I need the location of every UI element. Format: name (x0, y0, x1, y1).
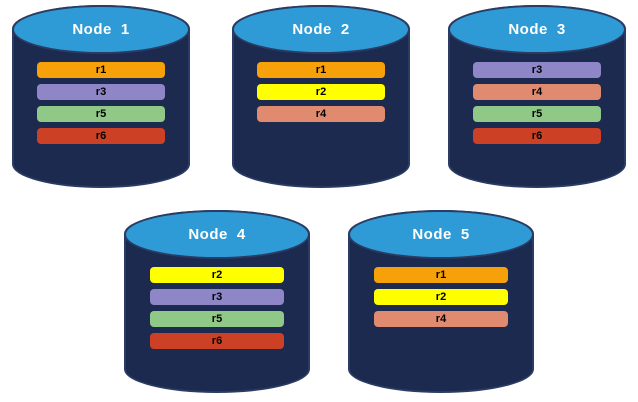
node-5-replica-stack: r1 r2 r4 (374, 267, 508, 327)
replica-label-r1: r1 (315, 63, 327, 76)
replica-label-r4: r4 (315, 107, 327, 120)
node-1-label-word: Node (72, 21, 112, 39)
replica-label-r2: r2 (211, 268, 223, 281)
replica-bar-r1[interactable]: r1 (36, 62, 166, 78)
node-5-cylinder-top: Node 5 (348, 210, 534, 260)
replica-bar-r3[interactable]: r3 (150, 289, 284, 305)
node-4-label-number: 4 (236, 226, 246, 244)
replica-label-r6: r6 (95, 129, 107, 142)
replica-label-r5: r5 (95, 107, 107, 120)
replica-label-r1: r1 (95, 63, 107, 76)
node-5-label: Node 5 (412, 227, 469, 242)
replica-bar-r5[interactable]: r5 (150, 311, 284, 327)
node-2-label-word: Node (292, 21, 332, 39)
replica-bar-r6[interactable]: r6 (36, 128, 166, 144)
node-4-cylinder-top: Node 4 (124, 210, 310, 260)
replica-bar-r2[interactable]: r2 (256, 84, 386, 100)
node-2-label: Node 2 (292, 22, 349, 37)
replica-bar-r5[interactable]: r5 (36, 106, 166, 122)
node-2-label-number: 2 (340, 21, 350, 39)
replica-bar-r6[interactable]: r6 (150, 333, 284, 349)
node-5-label-word: Node (412, 226, 452, 244)
replica-bar-r4[interactable]: r4 (256, 106, 386, 122)
replica-bar-r5[interactable]: r5 (472, 106, 602, 122)
replica-label-r1: r1 (435, 268, 447, 281)
node-4-label: Node 4 (188, 227, 245, 242)
node-2[interactable]: Node 2 r1 r2 r4 (232, 5, 410, 188)
replica-bar-r1[interactable]: r1 (256, 62, 386, 78)
replica-label-r5: r5 (211, 312, 223, 325)
replica-bar-r2[interactable]: r2 (150, 267, 284, 283)
replica-bar-r4[interactable]: r4 (472, 84, 602, 100)
replica-label-r3: r3 (95, 85, 107, 98)
node-3-cylinder-top: Node 3 (448, 5, 626, 55)
replica-label-r4: r4 (531, 85, 543, 98)
replica-label-r6: r6 (531, 129, 543, 142)
replica-label-r6: r6 (211, 334, 223, 347)
replica-label-r2: r2 (435, 290, 447, 303)
node-3[interactable]: Node 3 r3 r4 r5 r6 (448, 5, 626, 188)
node-4-label-word: Node (188, 226, 228, 244)
replica-bar-r3[interactable]: r3 (36, 84, 166, 100)
node-2-replica-stack: r1 r2 r4 (256, 62, 386, 122)
node-1-replica-stack: r1 r3 r5 r6 (36, 62, 166, 144)
replica-label-r3: r3 (211, 290, 223, 303)
node-4[interactable]: Node 4 r2 r3 r5 r6 (124, 210, 310, 393)
node-3-label-number: 3 (556, 21, 566, 39)
node-2-cylinder-top: Node 2 (232, 5, 410, 55)
node-5[interactable]: Node 5 r1 r2 r4 (348, 210, 534, 393)
replica-bar-r4[interactable]: r4 (374, 311, 508, 327)
node-1-label-number: 1 (120, 21, 130, 39)
replica-label-r3: r3 (531, 63, 543, 76)
replica-label-r4: r4 (435, 312, 447, 325)
node-3-label-word: Node (508, 21, 548, 39)
node-3-label: Node 3 (508, 22, 565, 37)
replica-bar-r2[interactable]: r2 (374, 289, 508, 305)
replica-bar-r6[interactable]: r6 (472, 128, 602, 144)
node-5-label-number: 5 (460, 226, 470, 244)
node-1-cylinder-top: Node 1 (12, 5, 190, 55)
node-1[interactable]: Node 1 r1 r3 r5 r6 (12, 5, 190, 188)
node-1-label: Node 1 (72, 22, 129, 37)
node-3-replica-stack: r3 r4 r5 r6 (472, 62, 602, 144)
node-4-replica-stack: r2 r3 r5 r6 (150, 267, 284, 349)
replica-label-r5: r5 (531, 107, 543, 120)
replica-bar-r1[interactable]: r1 (374, 267, 508, 283)
replica-label-r2: r2 (315, 85, 327, 98)
replica-bar-r3[interactable]: r3 (472, 62, 602, 78)
